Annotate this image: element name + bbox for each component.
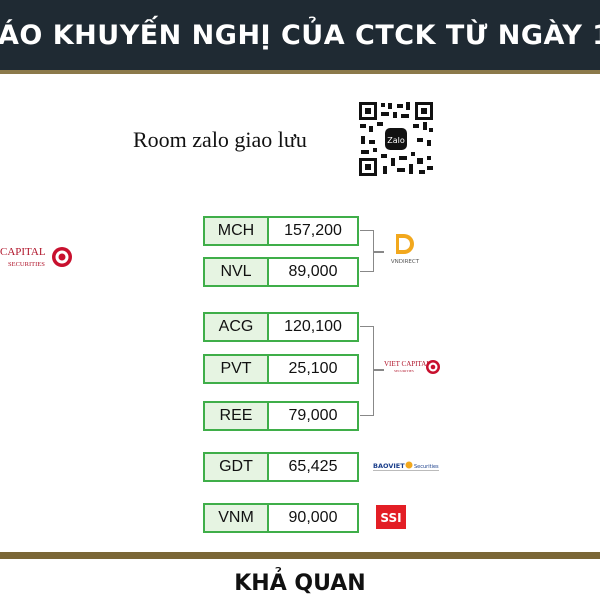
price-cell: 25,100 <box>288 360 338 377</box>
svg-text:VNDIRECT: VNDIRECT <box>391 259 420 265</box>
group-bracket-tick <box>374 369 384 371</box>
ticker-cell: GDT <box>205 454 269 480</box>
stock-row-vnm: VNM 90,000 <box>203 503 359 533</box>
svg-text:Securities: Securities <box>414 464 439 470</box>
page-title: ÁO KHUYẾN NGHỊ CỦA CTCK TỪ NGÀY 14/3 <box>0 20 600 51</box>
stock-row-acg: ACG 120,100 <box>203 312 359 342</box>
ticker-cell: MCH <box>205 218 269 244</box>
ssi-logo: SSI <box>376 505 406 529</box>
price-cell: 120,100 <box>284 318 342 335</box>
qr-center-label: Zalo <box>387 136 405 145</box>
price-cell: 90,000 <box>288 509 338 526</box>
zalo-qr-code-icon[interactable]: Zalo <box>357 100 435 178</box>
price-cell: 157,200 <box>284 222 342 239</box>
group-bracket <box>360 230 374 272</box>
stock-row-gdt: GDT 65,425 <box>203 452 359 482</box>
svg-text:VIET CAPITAL: VIET CAPITAL <box>384 360 431 368</box>
group-bracket-tick <box>374 251 384 253</box>
header-banner: ÁO KHUYẾN NGHỊ CỦA CTCK TỪ NGÀY 14/3 <box>0 0 600 74</box>
stock-row-pvt: PVT 25,100 <box>203 354 359 384</box>
ticker-cell: ACG <box>205 314 269 340</box>
svg-text:CAPITAL: CAPITAL <box>0 246 46 258</box>
stock-row-ree: REE 79,000 <box>203 401 359 431</box>
stock-row-nvl: NVL 89,000 <box>203 257 359 287</box>
vndirect-logo: VNDIRECT <box>391 234 420 265</box>
group-bracket <box>360 326 374 416</box>
svg-text:SSI: SSI <box>380 511 401 525</box>
ticker-cell: PVT <box>205 356 269 382</box>
svg-text:BAOVIET: BAOVIET <box>373 462 405 470</box>
capital-securities-logo: CAPITAL SECURITIES <box>0 246 72 268</box>
stock-row-mch: MCH 157,200 <box>203 216 359 246</box>
room-zalo-label: Room zalo giao lưu <box>133 127 307 152</box>
price-cell: 79,000 <box>288 407 338 424</box>
baoviet-securities-logo: BAOVIET Securities <box>373 461 439 471</box>
svg-text:SECURITIES: SECURITIES <box>394 369 414 373</box>
ticker-cell: NVL <box>205 259 269 285</box>
footer-label: KHẢ QUAN <box>234 571 366 596</box>
svg-text:SECURITIES: SECURITIES <box>8 261 45 268</box>
price-cell: 65,425 <box>288 458 338 475</box>
ticker-cell: REE <box>205 403 269 429</box>
price-cell: 89,000 <box>288 263 338 280</box>
footer-divider <box>0 552 600 559</box>
ticker-cell: VNM <box>205 505 269 531</box>
viet-capital-logo: VIET CAPITAL SECURITIES <box>384 360 440 374</box>
